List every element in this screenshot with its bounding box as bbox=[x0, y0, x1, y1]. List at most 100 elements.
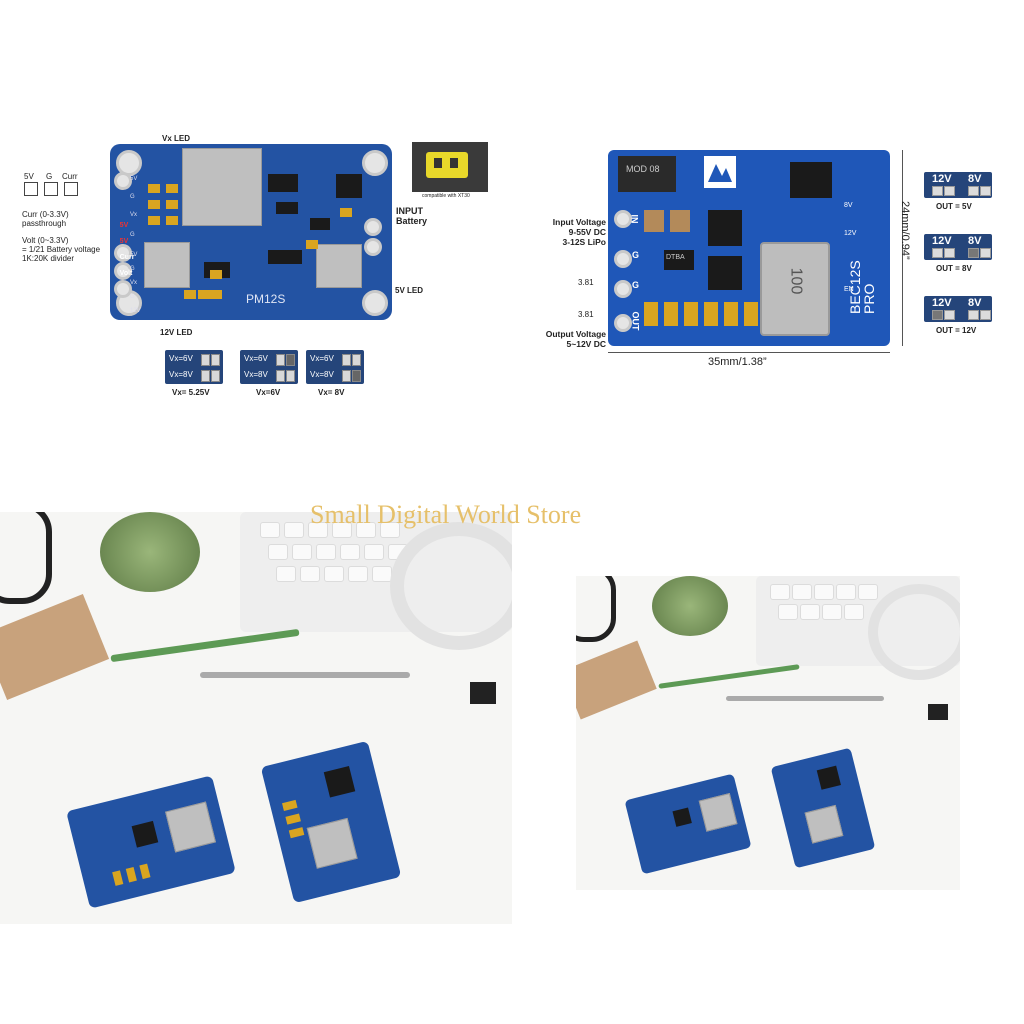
pad-header: 5V G Curr bbox=[22, 172, 84, 198]
out-option-1-b: 8V bbox=[968, 173, 982, 185]
silk-mod: MOD 08 bbox=[626, 164, 660, 174]
vx-option-3-row2: Vx=8V bbox=[310, 370, 334, 379]
out-option-3-b: 8V bbox=[968, 297, 982, 309]
glasses bbox=[0, 512, 52, 604]
pm12s-board: PM12S 5V 5V Curr Volt 5V G Vx 5V G Vx G … bbox=[110, 144, 392, 320]
out-option-3-a: 12V bbox=[932, 297, 952, 309]
photo-board-right-small bbox=[770, 747, 876, 869]
pitch-a: 3.81 bbox=[578, 278, 594, 287]
pin-in: IN bbox=[629, 214, 640, 224]
notebook bbox=[0, 593, 110, 701]
silk-12v: 12V bbox=[844, 230, 857, 237]
logo-icon bbox=[704, 156, 736, 188]
side-label-5v: 5V bbox=[130, 176, 138, 182]
silk-dtba: DTBA bbox=[666, 254, 685, 261]
pad-curr bbox=[64, 182, 78, 196]
pin-g1: G bbox=[632, 250, 640, 260]
side-label-g-3: G bbox=[130, 294, 135, 300]
width-dimension-line bbox=[608, 352, 890, 353]
watermark: Small Digital World Store bbox=[310, 500, 582, 529]
height-dimension-line bbox=[902, 150, 903, 346]
out-option-2-a: 12V bbox=[932, 235, 952, 247]
width-dimension: 35mm/1.38” bbox=[708, 356, 767, 368]
bec12s-board: MOD 08 DTBA 100 IN G G OUT 8V 12V EN bbox=[608, 150, 890, 346]
curr-note: Curr (0-3.3V) passthrough bbox=[22, 210, 69, 229]
photo-board-left-small bbox=[624, 773, 752, 875]
side-curr: Curr bbox=[119, 254, 135, 261]
silver-pen-small bbox=[726, 696, 884, 701]
cactus-small bbox=[652, 576, 728, 636]
out-option-3-caption: OUT = 12V bbox=[936, 326, 977, 335]
input-voltage-label: Input Voltage 9-55V DC 3-12S LiPo bbox=[552, 217, 606, 247]
side-label-col: 5V G Vx bbox=[130, 170, 137, 224]
vx-option-2: Vx=6V Vx=8V bbox=[240, 350, 298, 384]
volt-note: Volt (0~3.3V) = 1/21 Battery voltage 1K:… bbox=[22, 236, 101, 264]
vx-option-3-row1: Vx=6V bbox=[310, 354, 334, 363]
photo-board-right bbox=[260, 740, 402, 904]
photo-board-left bbox=[66, 775, 236, 909]
side-label-g-mid: G bbox=[130, 232, 135, 238]
vx-option-1-row1: Vx=6V bbox=[169, 354, 193, 363]
headphones-small bbox=[868, 584, 960, 680]
vx-option-2-row1: Vx=6V bbox=[244, 354, 268, 363]
side-label-vx: Vx bbox=[130, 212, 138, 218]
product-photo-small bbox=[576, 576, 960, 890]
inductor-label: 100 bbox=[787, 267, 805, 295]
silk-en: EN bbox=[844, 286, 854, 293]
side-label-col-2: 5V G Vx G 12V bbox=[130, 248, 141, 318]
pin-g2: G bbox=[632, 280, 640, 290]
out-option-1-caption: OUT = 5V bbox=[936, 202, 972, 211]
product-photo-large bbox=[0, 512, 512, 924]
led-12v-label: 12V LED bbox=[160, 328, 193, 337]
vx-option-3: Vx=6V Vx=8V bbox=[306, 350, 364, 384]
out-option-2-b: 8V bbox=[968, 235, 982, 247]
pitch-b: 3.81 bbox=[578, 310, 594, 319]
out-option-1: 12V 8V bbox=[924, 172, 992, 198]
vx-option-1: Vx=6V Vx=8V bbox=[165, 350, 223, 384]
side-label-g: G bbox=[130, 194, 135, 200]
inductor: 100 bbox=[760, 242, 830, 336]
pad-label-g: G bbox=[46, 172, 53, 181]
pad-label-curr: Curr bbox=[62, 172, 78, 181]
output-voltage-label: Output Voltage 5~12V DC bbox=[545, 329, 606, 349]
vx-option-2-caption: Vx=6V bbox=[256, 388, 281, 397]
binder-clip bbox=[470, 682, 496, 704]
vx-option-3-caption: Vx= 8V bbox=[318, 388, 345, 397]
pm12s-diagram: 5V G Curr Curr (0-3.3V) passthrough Volt… bbox=[0, 120, 512, 420]
vx-option-1-caption: Vx= 5.25V bbox=[172, 388, 210, 397]
out-option-2-caption: OUT = 8V bbox=[936, 264, 972, 273]
cactus bbox=[100, 512, 200, 592]
side-label-g-2: G bbox=[130, 266, 135, 272]
bec12s-board-label: BEC12S PRO bbox=[847, 260, 877, 314]
out-option-3: 12V 8V bbox=[924, 296, 992, 322]
bec12s-diagram: Input Voltage 9-55V DC 3-12S LiPo Output… bbox=[512, 120, 1024, 420]
xt30-connector bbox=[412, 142, 488, 192]
side-5v-b: 5V bbox=[119, 238, 129, 245]
led-5v-label: 5V LED bbox=[395, 286, 424, 295]
out-option-1-a: 12V bbox=[932, 173, 952, 185]
side-volt-label: 5V 5V Curr Volt bbox=[108, 214, 135, 286]
side-label-5v-2: 5V bbox=[130, 252, 138, 258]
height-dimension: 24mm/0.94” bbox=[899, 201, 911, 260]
green-pen bbox=[110, 628, 300, 663]
vx-option-1-row2: Vx=8V bbox=[169, 370, 193, 379]
pin-out: OUT bbox=[630, 311, 641, 331]
xt30-caption: compatible with XT30 bbox=[422, 193, 470, 199]
glasses-small bbox=[576, 576, 616, 642]
pad-5v bbox=[24, 182, 38, 196]
binder-clip-small bbox=[928, 704, 948, 720]
green-pen-small bbox=[658, 664, 800, 689]
vx-option-2-row2: Vx=8V bbox=[244, 370, 268, 379]
vx-led-label: Vx LED bbox=[162, 134, 191, 143]
silk-8v: 8V bbox=[844, 202, 853, 209]
pad-g bbox=[44, 182, 58, 196]
out-option-2: 12V 8V bbox=[924, 234, 992, 260]
input-battery-label: INPUT Battery bbox=[396, 206, 428, 227]
pad-label-5v: 5V bbox=[24, 172, 34, 181]
side-label-12v: 12V bbox=[130, 308, 141, 314]
side-5v-a: 5V bbox=[119, 222, 129, 229]
side-volt: Volt bbox=[119, 270, 133, 277]
notebook-small bbox=[576, 640, 657, 720]
silver-pen bbox=[200, 672, 410, 678]
pm12s-board-label: PM12S bbox=[246, 292, 286, 306]
